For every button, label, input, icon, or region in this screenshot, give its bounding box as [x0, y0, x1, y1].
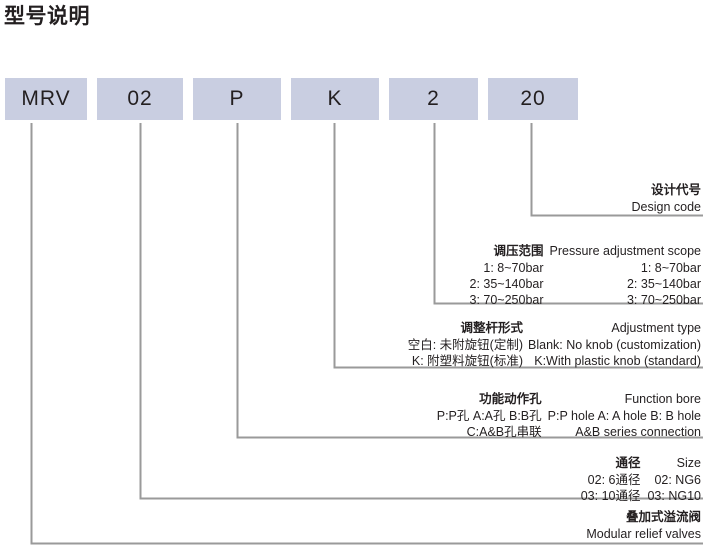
- pressure-scope-en-item-3: 3: 70~250bar: [626, 293, 701, 307]
- design-code-heading-en: Design code: [631, 200, 702, 214]
- function-bore-en-column: Function bore P:P hole A: A hole B: B ho…: [548, 391, 701, 440]
- adjustment-type-en-item-1: Blank: No knob (customization): [528, 338, 701, 352]
- description-function-bore: 功能动作孔 P:P孔 A:A孔 B:B孔 C:A&B孔串联 Function b…: [437, 391, 701, 440]
- adjustment-type-heading-cn: 调整杆形式: [460, 321, 523, 335]
- adjustment-type-heading-en: Adjustment type: [611, 321, 701, 335]
- adjustment-type-cn-item-1: 空白: 未附旋钮(定制): [407, 338, 523, 352]
- pressure-scope-heading-en: Pressure adjustment scope: [549, 244, 701, 258]
- pressure-scope-en-item-1: 1: 8~70bar: [640, 261, 701, 275]
- code-box-size[interactable]: 02: [97, 78, 183, 120]
- pressure-scope-en-item-2: 2: 35~140bar: [626, 277, 701, 291]
- size-heading-en: Size: [676, 456, 701, 470]
- code-box-mrv[interactable]: MRV: [5, 78, 87, 120]
- size-en-column: Size 02: NG6 03: NG10: [647, 455, 701, 504]
- pressure-scope-cn-item-1: 1: 8~70bar: [483, 261, 544, 275]
- function-bore-cn-column: 功能动作孔 P:P孔 A:A孔 B:B孔 C:A&B孔串联: [437, 391, 542, 440]
- pressure-scope-cn-item-3: 3: 70~250bar: [469, 293, 544, 307]
- design-code-cn-column: 设计代号 Design code: [632, 182, 702, 216]
- leader-size: [139, 123, 703, 500]
- adjustment-type-en-item-2: K:With plastic knob (standard): [534, 354, 701, 368]
- code-boxes: MRV 02 P K 2 20: [0, 78, 705, 120]
- code-box-design-code[interactable]: 20: [488, 78, 578, 120]
- code-box-pressure-scope[interactable]: 2: [389, 78, 478, 120]
- design-code-heading-cn: 设计代号: [650, 183, 701, 197]
- description-pressure-scope: 调压范围 1: 8~70bar 2: 35~140bar 3: 70~250ba…: [470, 243, 702, 308]
- adjustment-type-cn-column: 调整杆形式 空白: 未附旋钮(定制) K: 附塑料旋钮(标准): [408, 320, 523, 369]
- description-size: 通径 02: 6通径 03: 10通径 Size 02: NG6 03: NG1…: [581, 455, 701, 504]
- function-bore-en-item-2: A&B series connection: [575, 425, 701, 439]
- function-bore-en-item-1: P:P hole A: A hole B: B hole: [547, 409, 701, 423]
- code-box-adjustment-type[interactable]: K: [291, 78, 379, 120]
- size-en-item-2: 03: NG10: [647, 489, 701, 503]
- description-adjustment-type: 调整杆形式 空白: 未附旋钮(定制) K: 附塑料旋钮(标准) Adjustme…: [408, 320, 701, 369]
- page-title: 型号说明: [4, 5, 90, 28]
- function-bore-heading-cn: 功能动作孔: [479, 392, 542, 406]
- size-cn-item-2: 03: 10通径: [580, 489, 641, 503]
- description-design-code: 设计代号 Design code: [632, 182, 702, 216]
- function-bore-cn-item-2: C:A&B孔串联: [466, 425, 542, 439]
- pressure-scope-en-column: Pressure adjustment scope 1: 8~70bar 2: …: [550, 243, 701, 308]
- function-bore-cn-item-1: P:P孔 A:A孔 B:B孔: [436, 409, 542, 423]
- product-heading-cn: 叠加式溢流阀: [625, 510, 701, 524]
- size-en-item-1: 02: NG6: [654, 473, 701, 487]
- size-cn-column: 通径 02: 6通径 03: 10通径: [581, 455, 641, 504]
- size-heading-cn: 通径: [615, 456, 641, 470]
- function-bore-heading-en: Function bore: [624, 392, 701, 406]
- code-box-function-bore[interactable]: P: [193, 78, 281, 120]
- adjustment-type-en-column: Adjustment type Blank: No knob (customiz…: [528, 320, 701, 369]
- pressure-scope-cn-column: 调压范围 1: 8~70bar 2: 35~140bar 3: 70~250ba…: [470, 243, 544, 308]
- size-cn-item-1: 02: 6通径: [587, 473, 641, 487]
- product-heading-en: Modular relief valves: [586, 527, 701, 541]
- pressure-scope-heading-cn: 调压范围: [493, 244, 544, 258]
- adjustment-type-cn-item-2: K: 附塑料旋钮(标准): [411, 354, 523, 368]
- pressure-scope-cn-item-2: 2: 35~140bar: [469, 277, 544, 291]
- product-cn-column: 叠加式溢流阀 Modular relief valves: [586, 509, 701, 543]
- description-product: 叠加式溢流阀 Modular relief valves: [586, 509, 701, 543]
